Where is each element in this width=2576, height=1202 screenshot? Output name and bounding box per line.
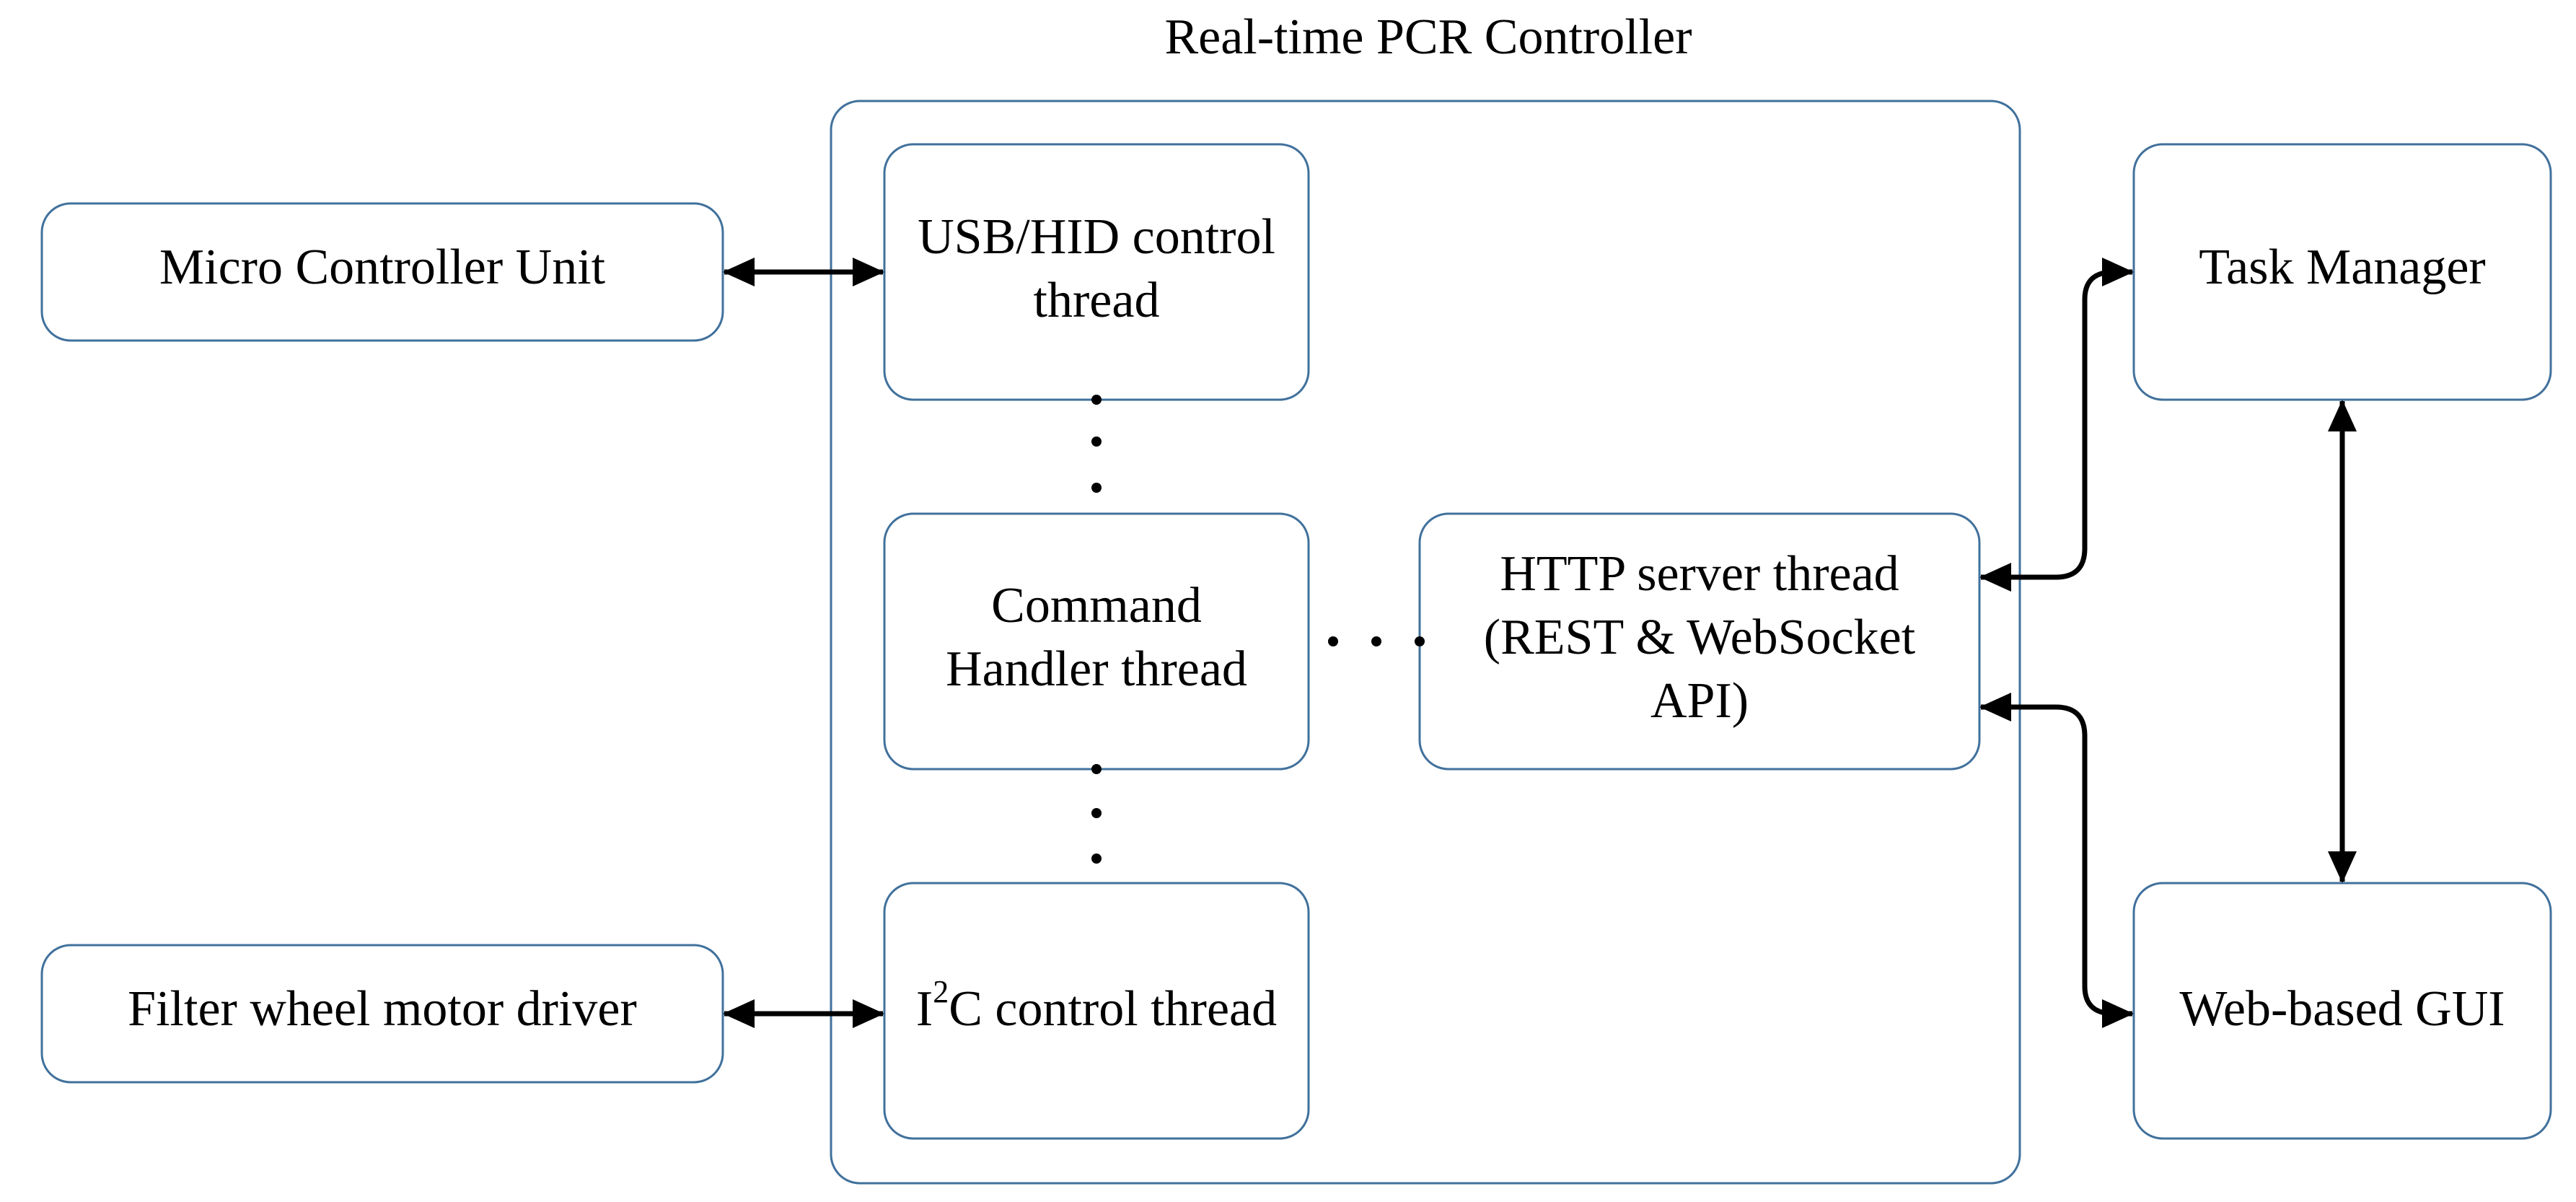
usb-thread-label-line1: USB/HID control	[918, 209, 1275, 265]
command-thread-node: Command Handler thread	[883, 512, 1310, 771]
controller-container	[830, 100, 2021, 1185]
http-task-manager-arrow	[1979, 258, 2134, 592]
filter-driver-node: Filter wheel motor driver	[40, 944, 724, 1084]
http-thread-label-line2: (REST & WebSocket	[1484, 610, 1916, 665]
usb-thread-node: USB/HID control thread	[883, 143, 1310, 401]
http-thread-node: HTTP server thread (REST & WebSocket API…	[1418, 512, 1981, 771]
mcu-node: Micro Controller Unit	[40, 202, 724, 342]
filter-driver-label: Filter wheel motor driver	[128, 981, 637, 1037]
i2c-superscript: 2	[933, 974, 949, 1009]
i2c-prefix: I	[916, 981, 933, 1037]
diagram-title: Real-time PCR Controller	[1164, 9, 1692, 65]
i2c-suffix: C control thread	[949, 981, 1277, 1037]
command-thread-label-line2: Handler thread	[946, 641, 1247, 697]
usb-command-dots	[1091, 395, 1102, 493]
command-i2c-dots	[1091, 764, 1102, 864]
task-manager-label: Task Manager	[2199, 240, 2485, 295]
mcu-label: Micro Controller Unit	[159, 240, 606, 295]
command-http-dots	[1328, 636, 1425, 646]
i2c-thread-node: I2C control thread	[883, 882, 1310, 1140]
usb-thread-label-line2: thread	[1034, 273, 1160, 328]
task-manager-node: Task Manager	[2132, 143, 2552, 401]
web-gui-node: Web-based GUI	[2132, 882, 2552, 1140]
http-web-gui-arrow	[1979, 693, 2134, 1028]
web-gui-label: Web-based GUI	[2179, 981, 2505, 1037]
http-thread-label-line3: API)	[1650, 673, 1749, 729]
http-thread-label-line1: HTTP server thread	[1500, 546, 1899, 602]
i2c-thread-label: I2C control thread	[916, 974, 1277, 1037]
command-thread-label-line1: Command	[991, 578, 1202, 633]
